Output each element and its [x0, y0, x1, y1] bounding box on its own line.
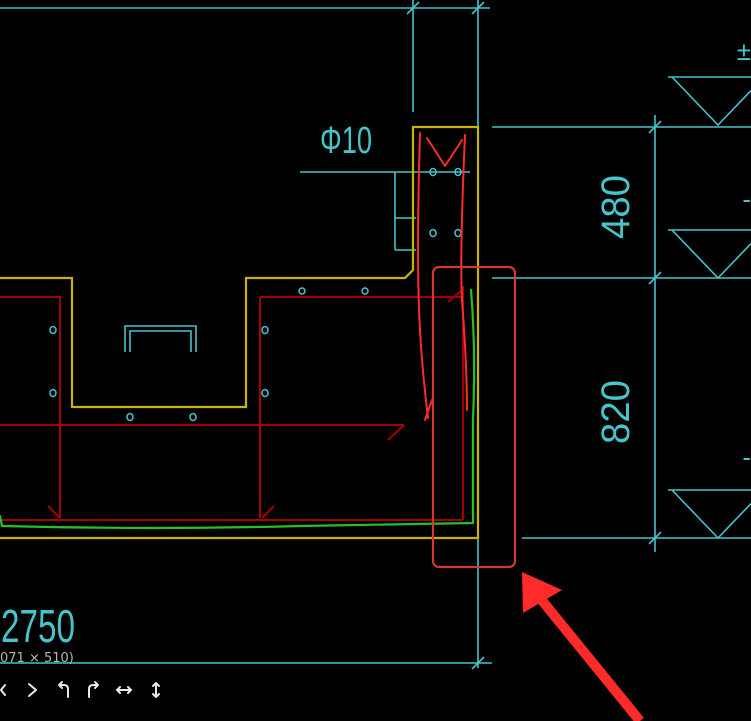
dimension-label-lower: 820	[594, 380, 638, 444]
elevation-marker-middle: -	[668, 184, 751, 280]
rotate-right-button[interactable]	[82, 678, 104, 702]
elevation-text-bottom: -	[742, 442, 751, 472]
freehand-red-markup	[417, 132, 468, 421]
dimension-lines	[0, 0, 751, 670]
image-size-caption: 071 × 510)	[0, 651, 74, 666]
rotate-left-button[interactable]	[52, 678, 74, 702]
freehand-green-markup	[0, 288, 476, 530]
viewer-toolbar	[0, 678, 167, 702]
previous-icon	[0, 684, 6, 696]
dimension-label-width: 2750	[1, 600, 75, 652]
elevation-marker-bottom: -	[668, 442, 751, 540]
elevation-marker-top: ±	[668, 36, 751, 127]
flip-vertical-button[interactable]	[145, 678, 167, 702]
rotate-left-icon	[58, 681, 69, 698]
rebar-lines	[0, 286, 464, 521]
flip-horizontal-button[interactable]	[113, 678, 135, 702]
next-button[interactable]	[22, 678, 44, 702]
bar-spec-label: Φ10	[320, 120, 372, 162]
elevation-text-middle: -	[742, 184, 751, 214]
concrete-outline	[0, 125, 480, 540]
channel-section-symbol	[124, 325, 197, 352]
flip-horizontal-icon	[116, 686, 132, 694]
annotation-highlight-box	[431, 265, 517, 569]
elevation-text-top: ±	[737, 36, 751, 66]
dimension-label-upper: 480	[594, 175, 638, 239]
previous-button[interactable]	[0, 678, 14, 702]
rebar-dots	[49, 167, 462, 422]
flip-vertical-icon	[152, 682, 160, 698]
bar-spec-leader	[300, 171, 470, 251]
next-icon	[28, 683, 37, 697]
rotate-right-icon	[88, 681, 99, 698]
annotation-arrow	[522, 572, 644, 721]
